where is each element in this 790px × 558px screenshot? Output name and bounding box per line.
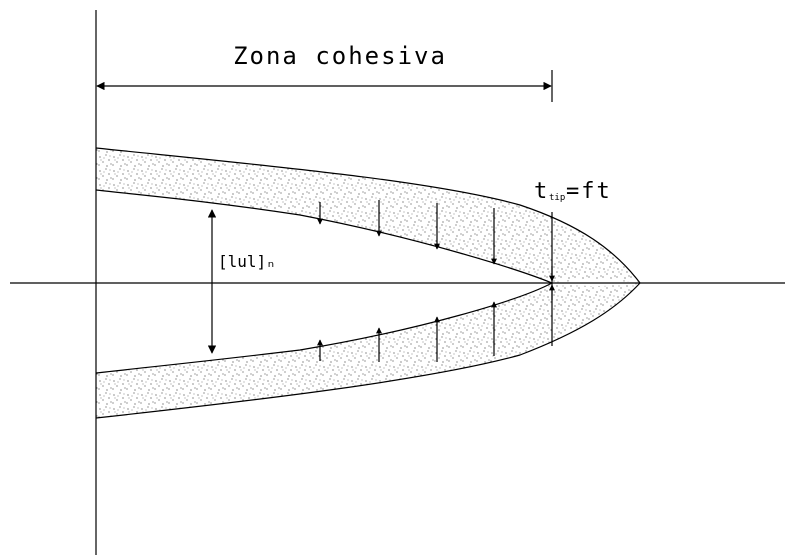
lower-crack-face (95, 282, 553, 374)
cohesive-zone-label: Zona cohesiva (233, 42, 447, 70)
lower-traction-arrows (317, 301, 497, 362)
tip-traction-label: t tip =ft (534, 179, 612, 204)
upper-outer-edge (95, 147, 641, 284)
upper-crack-face (95, 189, 553, 284)
lower-cohesive-band (96, 283, 640, 418)
crack-opening-label: [lul]ₙ (218, 252, 276, 271)
upper-traction-arrows (317, 200, 497, 265)
lower-outer-edge (95, 282, 641, 419)
tip-traction-subscript: tip (549, 193, 565, 203)
upper-cohesive-band (96, 148, 640, 283)
tip-traction-symbol: t (534, 179, 549, 204)
tip-traction-equals: =ft (566, 179, 612, 204)
